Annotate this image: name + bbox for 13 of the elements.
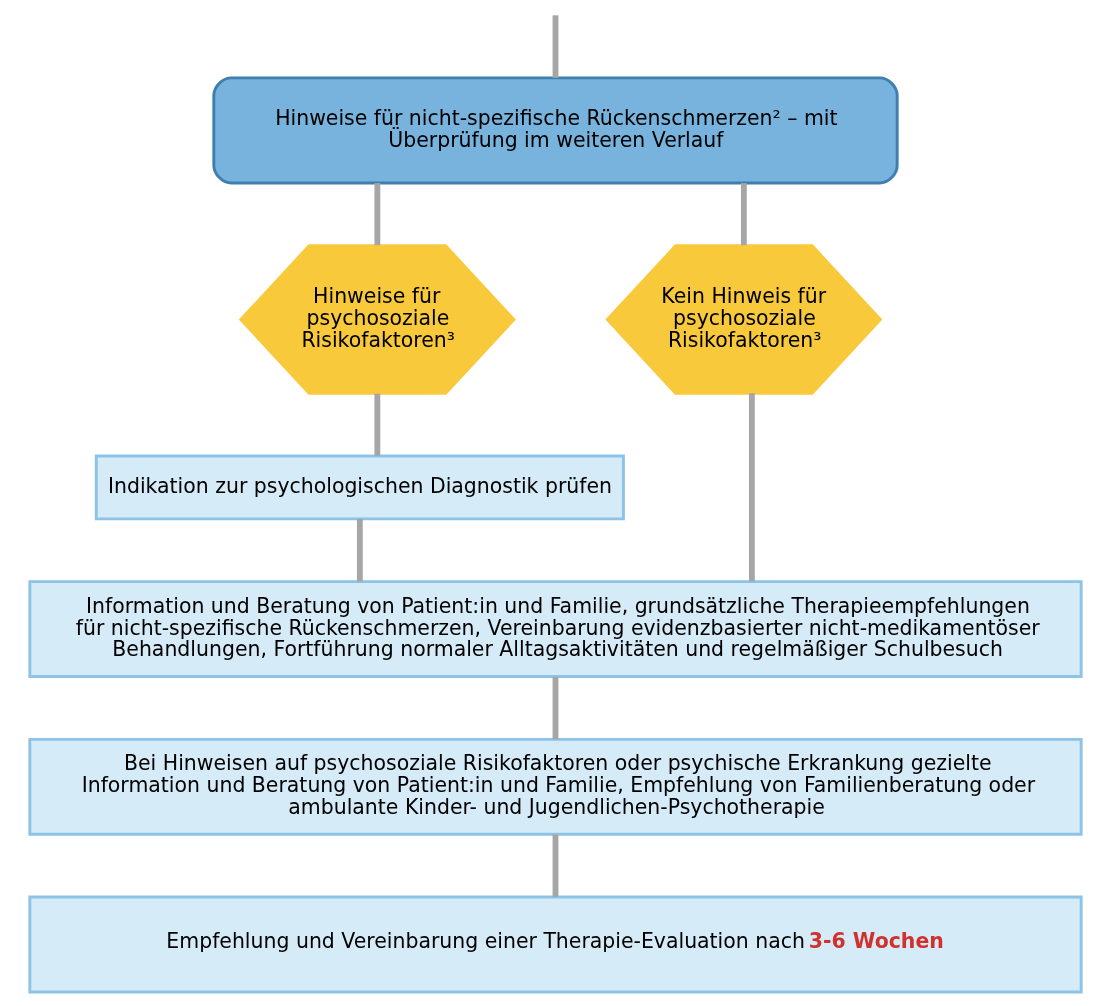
connector [552,834,558,897]
connector [740,183,747,246]
node-box: Bei Hinweisen auf psychosoziale Risikofaktoren oder psychische Erkrankung gezielte Information und Beratung von Patient:in und Familie, Empfehlung von Familienberatung oder ambulante Kinder- und Jugendlichen-Psychotherapie [27,737,1083,836]
connector [552,676,558,740]
connector [356,518,363,582]
connector [373,393,380,456]
connector [552,15,558,78]
node-box: Empfehlung und Vereinbarung einer Therapie-Evaluation nach 3-6 Wochen [27,895,1083,994]
connector [748,393,755,582]
node-box: Information und Beratung von Patient:in und Familie, grundsätzliche Therapieempfehlungen für nicht-spezifische Rückenschmerzen, Vereinbarung evidenzbasierter nicht-medikamentöser Behandlungen, Fortführung normaler Alltagsaktivitäten und regelmäßiger Schulbesuch [27,580,1083,678]
node-box: Hinweise für nicht-spezifische Rückenschmerzen² – mit Überprüfung im weiteren Verlauf [211,76,899,185]
node-box: Indikation zur psychologischen Diagnostik prüfen [94,454,625,521]
connector [373,183,380,246]
